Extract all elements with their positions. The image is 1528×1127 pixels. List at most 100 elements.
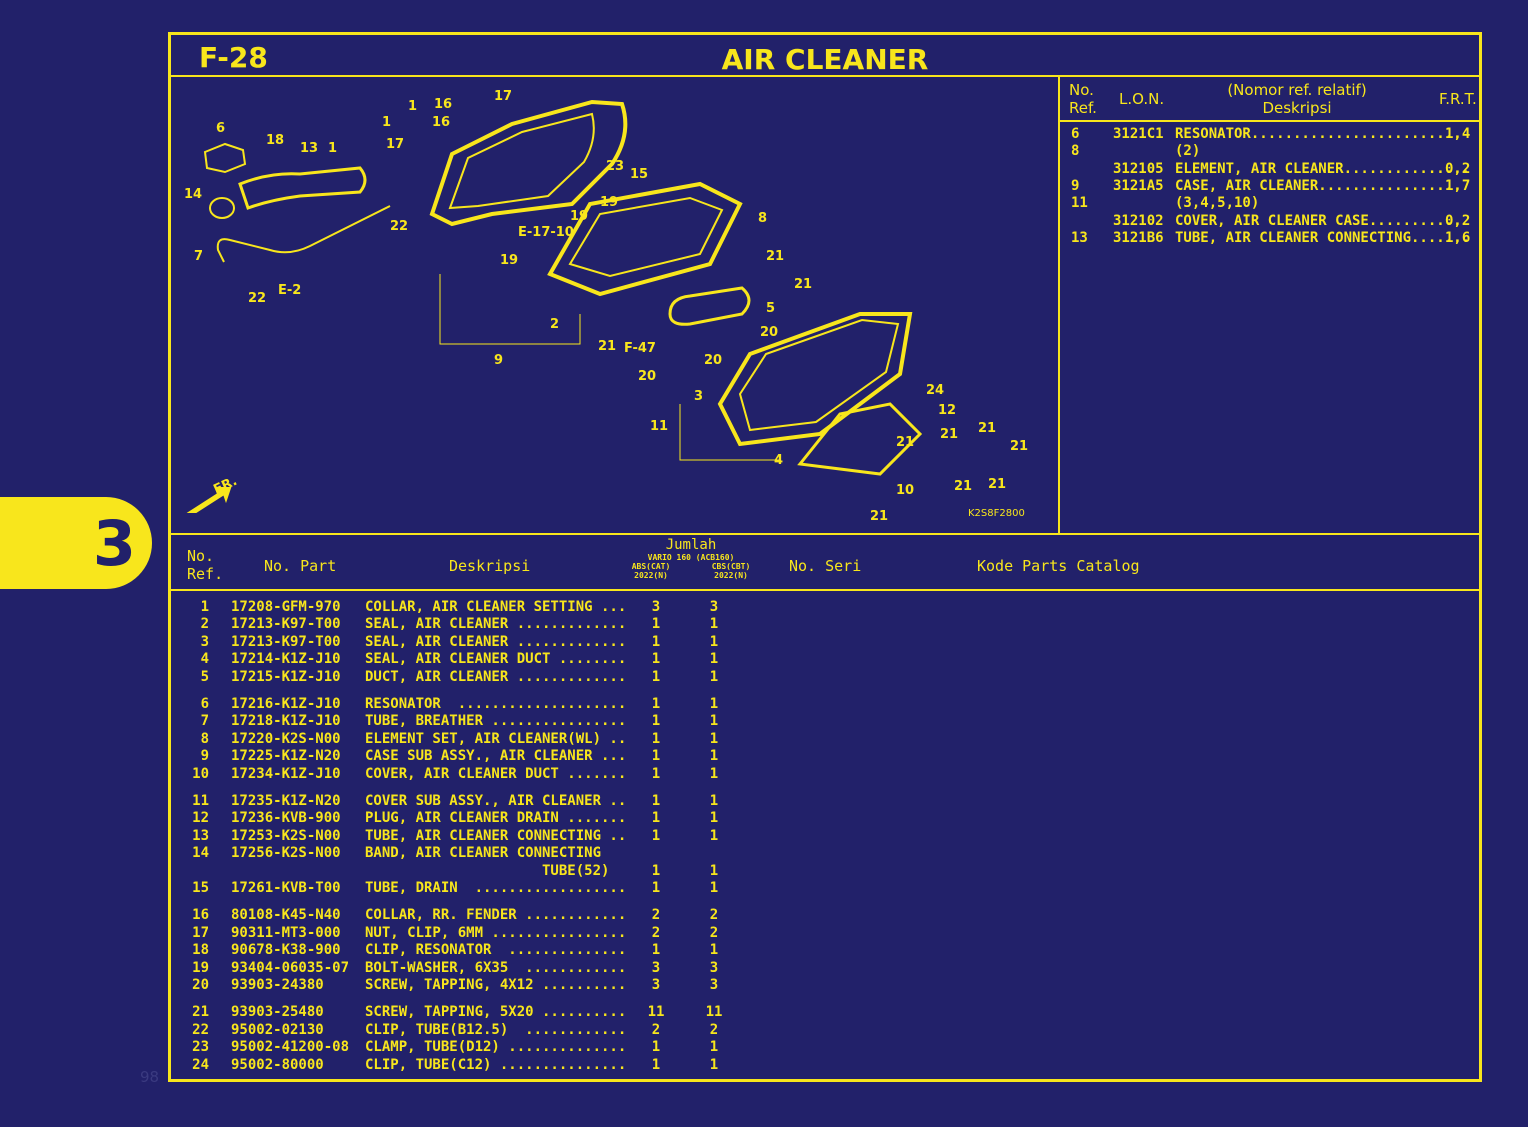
- part-q2: 2: [709, 907, 719, 924]
- part-ref: 15: [192, 880, 209, 896]
- part-q2: 11: [705, 1004, 723, 1021]
- duct-cover-shape: [797, 402, 923, 476]
- callout-label: 20: [760, 325, 778, 340]
- connecting-tube-shape: [238, 166, 367, 210]
- ref-no: 11: [1071, 195, 1088, 212]
- callout-label: 10: [896, 483, 914, 498]
- parts-seri-header: No. Seri: [789, 557, 862, 575]
- part-desc: SCREW, TAPPING, 5X20 ..........: [365, 1004, 627, 1021]
- callout-label: 2: [550, 317, 559, 332]
- part-q1: 2: [651, 924, 661, 941]
- callout-label: 16: [432, 115, 450, 130]
- part-part: 17213-K97-T00: [231, 616, 341, 633]
- ref-desc: ELEMENT, AIR CLEANER...............: [1175, 160, 1471, 177]
- callout-label: 13: [300, 141, 318, 156]
- title-divider: [171, 75, 1479, 77]
- part-part: 90678-K38-900: [231, 942, 341, 959]
- part-ref: 24: [192, 1056, 209, 1073]
- table-row: 16 80108-K45-N40 COLLAR, RR. FENDER ......…: [171, 907, 871, 924]
- part-desc: ELEMENT SET, AIR CLEANER(WL) ..: [365, 730, 627, 747]
- part-ref: 22: [192, 1021, 209, 1038]
- callout-label: 19: [570, 209, 588, 224]
- part-part: 17225-K1Z-N20: [231, 748, 341, 765]
- part-desc: SEAL, AIR CLEANER .............: [365, 633, 627, 650]
- ref-divider: [1058, 75, 1060, 533]
- callout-label: 1: [328, 141, 337, 156]
- part-q1: 3: [651, 977, 661, 993]
- part-part: 93404-06035-07: [231, 959, 350, 976]
- bracket-9: [439, 274, 581, 345]
- part-q1: 1: [651, 668, 661, 685]
- part-q2: 1: [709, 793, 719, 809]
- callout-label: 8: [758, 211, 767, 226]
- ref-frt: 0,2: [1445, 160, 1471, 177]
- ref-frt: 1,6: [1445, 229, 1471, 246]
- parts-kode-header: Kode Parts Catalog: [977, 557, 1140, 575]
- callout-label: 23: [606, 159, 624, 174]
- ref-row: 11(3,4,5,10): [1059, 195, 1479, 212]
- callout-label: 9: [494, 353, 503, 368]
- part-desc: SEAL, AIR CLEANER DUCT ........: [365, 651, 627, 668]
- callout-label: 6: [216, 121, 225, 136]
- part-ref: 17: [192, 924, 209, 941]
- part-ref: 4: [200, 651, 209, 668]
- ref-lon: 3121A5: [1113, 177, 1164, 194]
- part-desc: DUCT, AIR CLEANER .............: [365, 668, 627, 685]
- callout-label: E-2: [278, 283, 301, 298]
- part-ref: 16: [192, 907, 209, 924]
- bracket-11: [679, 404, 780, 461]
- part-q2: 1: [709, 748, 719, 765]
- part-part: 17256-K2S-N00: [231, 845, 341, 862]
- callout-label: 7: [194, 249, 203, 264]
- part-ref: 14: [192, 845, 209, 862]
- part-q2: 1: [709, 668, 719, 685]
- part-q2: 1: [709, 862, 719, 879]
- callout-label: 18: [266, 133, 284, 148]
- part-q2: 2: [709, 924, 719, 941]
- part-desc: TUBE, DRAIN ..................: [365, 880, 627, 896]
- ref-lon: 312105: [1113, 160, 1164, 177]
- part-q2: 1: [709, 765, 719, 782]
- part-desc: COLLAR, RR. FENDER ............: [365, 907, 627, 924]
- part-q1: 3: [651, 959, 661, 976]
- callout-label: 21: [940, 427, 958, 442]
- ref-frt: 1,4: [1445, 126, 1471, 142]
- part-desc: CLIP, RESONATOR ..............: [365, 942, 627, 959]
- part-part: 80108-K45-N40: [231, 907, 341, 924]
- part-q1: 2: [651, 907, 661, 924]
- part-desc: CLIP, TUBE(B12.5) ............: [365, 1021, 627, 1038]
- ref-desc: RESONATOR.........................: [1175, 126, 1462, 142]
- part-q2: 3: [709, 599, 719, 615]
- part-part: 17215-K1Z-J10: [231, 668, 341, 685]
- part-q1: 1: [651, 765, 661, 782]
- part-desc: COVER SUB ASSY., AIR CLEANER ..: [365, 793, 627, 809]
- part-desc: TUBE(52): [365, 862, 610, 879]
- part-ref: 13: [192, 827, 209, 844]
- part-part: 17214-K1Z-J10: [231, 651, 341, 668]
- part-part: 93903-24380: [231, 977, 324, 993]
- part-q2: 1: [709, 942, 719, 959]
- duct-shape: [668, 286, 751, 326]
- part-q1: 1: [651, 748, 661, 765]
- part-q2: 1: [709, 730, 719, 747]
- part-q1: 1: [651, 942, 661, 959]
- callout-label: 14: [184, 187, 202, 202]
- resonator-shape: [203, 142, 247, 174]
- section-code: F-28: [199, 41, 268, 74]
- fr-arrow-icon: [186, 487, 232, 513]
- part-part: 17236-KVB-900: [231, 810, 341, 827]
- part-q1: 1: [651, 827, 661, 844]
- part-ref: 12: [192, 810, 209, 827]
- callout-label: 21: [896, 435, 914, 450]
- page-number: 98: [140, 1068, 160, 1086]
